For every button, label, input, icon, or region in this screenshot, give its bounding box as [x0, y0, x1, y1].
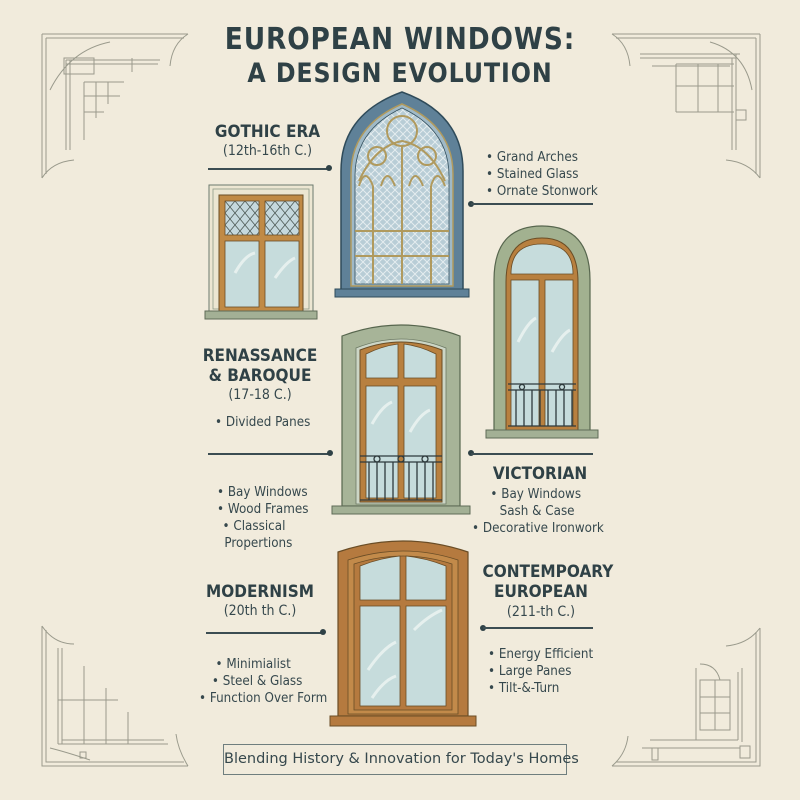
victorian-bullet: Sash & Case	[499, 504, 575, 519]
renaissance-bullets-top: • Divided Panes	[215, 414, 310, 431]
renaissance-heading-1: RENASSANCE	[202, 346, 318, 366]
renaissance-heading-2: & BAROQUE	[208, 366, 312, 386]
gothic-bullet: • Grand Arches	[486, 150, 578, 165]
gothic-bullets: • Grand Arches • Stained Glass • Ornate …	[486, 149, 598, 200]
renaissance-bullet: • Classical	[222, 519, 286, 534]
gothic-connector-line	[208, 168, 328, 170]
contemporary-bullets: • Energy Efficient • Large Panes • Tilt-…	[488, 646, 593, 697]
contemporary-bullet: • Tilt-&-Turn	[488, 681, 560, 696]
gothic-bullet: • Ornate Stonwork	[486, 184, 598, 199]
title-line-2: A DESIGN EVOLUTION	[247, 58, 553, 89]
renaissance-bullet: • Bay Windows	[217, 485, 308, 500]
title-line-1: EUROPEAN WINDOWS:	[224, 22, 576, 57]
modernism-connector-dot	[320, 629, 326, 635]
renaissance-bullets-bottom: • Bay Windows • Wood Frames • Classical …	[217, 484, 309, 552]
contemporary-bullet: • Large Panes	[488, 664, 572, 679]
modernism-bullet: • Minimialist	[215, 657, 291, 672]
modernism-bullets: • Minimialist • Steel & Glass • Function…	[199, 656, 327, 707]
contemporary-period: (211-th C.)	[506, 604, 576, 620]
victorian-bullets: • Bay Windows Sash & Case • Decorative I…	[472, 486, 604, 537]
renaissance-window-icon	[331, 324, 471, 515]
renaissance-bullet: Propertions	[224, 536, 293, 551]
gothic-connector-dot	[326, 165, 332, 171]
victorian-connector-line	[471, 453, 593, 455]
gothic-window-icon	[334, 91, 470, 298]
modern-window-icon	[329, 540, 477, 727]
renaissance-connector-dot	[327, 450, 333, 456]
modernism-heading: MODERNISM	[206, 582, 314, 602]
victorian-bullet: • Decorative Ironwork	[472, 521, 604, 536]
victorian-bullet: • Bay Windows	[490, 487, 582, 502]
gothic-heading: GOTHIC ERA	[214, 122, 321, 142]
arched-balcony-window-icon	[485, 225, 599, 439]
modernism-bullet: • Steel & Glass	[211, 674, 303, 689]
contemporary-heading-2: EUROPEAN	[494, 582, 588, 602]
victorian-heading: VICTORIAN	[492, 464, 588, 484]
modernism-connector-line	[206, 632, 324, 634]
gothic-right-line	[471, 203, 593, 205]
contemporary-heading-1: CONTEMPOARY	[482, 562, 614, 582]
renaissance-bullet: • Divided Panes	[215, 415, 311, 430]
gothic-bullet: • Stained Glass	[486, 167, 579, 182]
contemporary-connector-line	[483, 627, 593, 629]
modernism-bullet: • Function Over Form	[199, 691, 328, 706]
leaded-window-icon	[204, 184, 318, 320]
footer-tagline: Blending History & Innovation for Today'…	[223, 744, 579, 775]
contemporary-bullet: • Energy Efficient	[488, 647, 594, 662]
renaissance-connector-line	[208, 453, 330, 455]
renaissance-bullet: • Wood Frames	[217, 502, 309, 517]
gothic-period: (12th-16th C.)	[222, 143, 313, 159]
renaissance-period: (17-18 C.)	[228, 387, 292, 403]
modernism-period: (20th th C.)	[223, 603, 297, 619]
